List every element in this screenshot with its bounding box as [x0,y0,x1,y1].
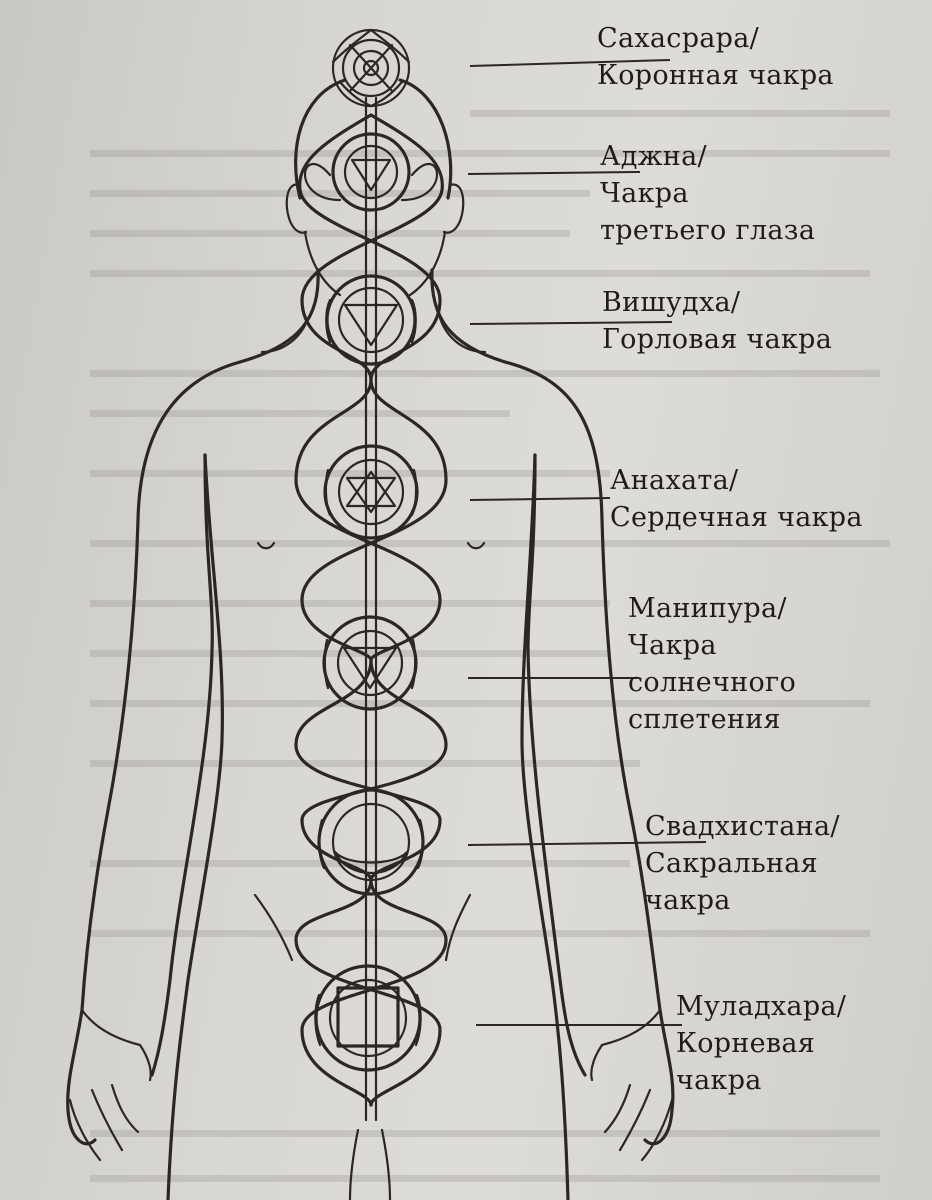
label-svadhisthana-line-2: Сакральная [645,848,818,879]
chakra-ajna [331,132,411,212]
label-manipura-line-1: Манипура/ [628,593,787,624]
neck-left [238,268,320,364]
trapezius-right [438,316,487,354]
label-svadhisthana-line-3: чакра [645,885,731,916]
hip-crease-left [253,893,294,962]
label-sahasrara: Сахасрара/ Коронная чакра [597,20,834,94]
label-ajna: Аджна/ Чакра третьего глаза [600,138,815,249]
neck-right [430,268,507,364]
jaw-left [303,230,342,297]
body-outline [66,78,675,1200]
leader-ajna [467,171,641,175]
central-channel [364,96,378,1122]
channel-right-to-left [300,113,448,1107]
left-hand [68,1008,152,1162]
label-manipura-line-3: солнечного [628,667,797,698]
label-muladhara-line-2: Корневая [676,1028,816,1059]
label-muladhara: Муладхара/ Корневая чакра [676,988,846,1099]
chakra-sahasrara [331,28,411,108]
label-ajna-line-2: Чакра [600,178,689,209]
left-nipple [256,541,276,550]
label-manipura: Манипура/ Чакра солнечного сплетения [628,590,796,738]
label-ajna-line-3: третьего глаза [600,215,816,246]
chakra-muladhara [314,964,422,1072]
leader-sahasrara [469,59,671,67]
ajna-wings [304,162,438,202]
leader-svadhisthana [467,841,707,846]
leader-vishuddha [469,321,673,325]
legs-split [348,1128,392,1200]
label-vishuddha: Вишудха/ Горловая чакра [602,284,832,358]
label-sahasrara-line-2: Коронная чакра [597,60,834,91]
chakra-anahata [323,444,419,540]
label-manipura-line-2: Чакра [628,630,717,661]
hip-crease-right [444,893,472,962]
interweaving-channels [294,113,448,1107]
right-nipple [466,541,486,550]
left-torso-side [166,453,224,1200]
leader-lines [467,59,707,1026]
chakra-svadhisthana [317,788,425,896]
right-torso-side [520,453,570,1200]
trapezius-left [260,316,310,354]
label-anahata-line-2: Сердечная чакра [610,502,863,533]
head-outline [294,78,453,200]
label-svadhisthana-line-1: Свадхистана/ [645,811,840,842]
left-shoulder-arm [66,360,242,1146]
label-sahasrara-line-1: Сахасрара/ [597,23,760,54]
channel-left-to-right [294,113,442,1107]
left-ear [285,183,308,234]
left-inner-arm [150,453,214,1077]
label-muladhara-line-1: Муладхара/ [676,991,847,1022]
label-vishuddha-line-1: Вишудха/ [602,287,741,318]
label-anahata-line-1: Анахата/ [610,465,739,496]
chakra-manipura [322,615,418,711]
label-svadhisthana: Свадхистана/ Сакральная чакра [645,808,840,919]
label-anahata: Анахата/ Сердечная чакра [610,462,863,536]
label-manipura-line-4: сплетения [628,704,781,735]
leader-anahata [469,497,611,501]
label-muladhara-line-3: чакра [676,1065,762,1096]
right-hand [590,1008,674,1162]
right-shoulder-arm [503,360,675,1146]
label-ajna-line-1: Аджна/ [600,141,707,172]
chakra-vishuddha [325,274,417,366]
right-inner-arm [526,453,587,1077]
right-ear [442,183,465,234]
label-vishuddha-line-2: Горловая чакра [602,324,833,355]
